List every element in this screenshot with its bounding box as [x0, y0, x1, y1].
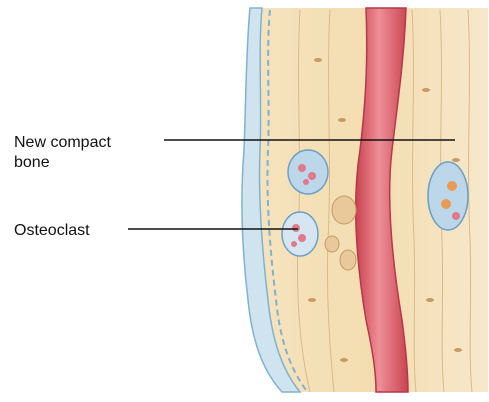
label-new-compact-bone-line2: bone — [14, 153, 111, 173]
label-new-compact-bone: New compact bone — [14, 133, 111, 173]
label-new-compact-bone-line1: New compact — [14, 133, 111, 153]
osteoclast-cluster-upper — [288, 150, 328, 194]
osteoclast-cluster-lower — [282, 212, 318, 256]
osteoclast-cluster-right — [428, 162, 468, 230]
label-osteoclast: Osteoclast — [14, 221, 90, 241]
